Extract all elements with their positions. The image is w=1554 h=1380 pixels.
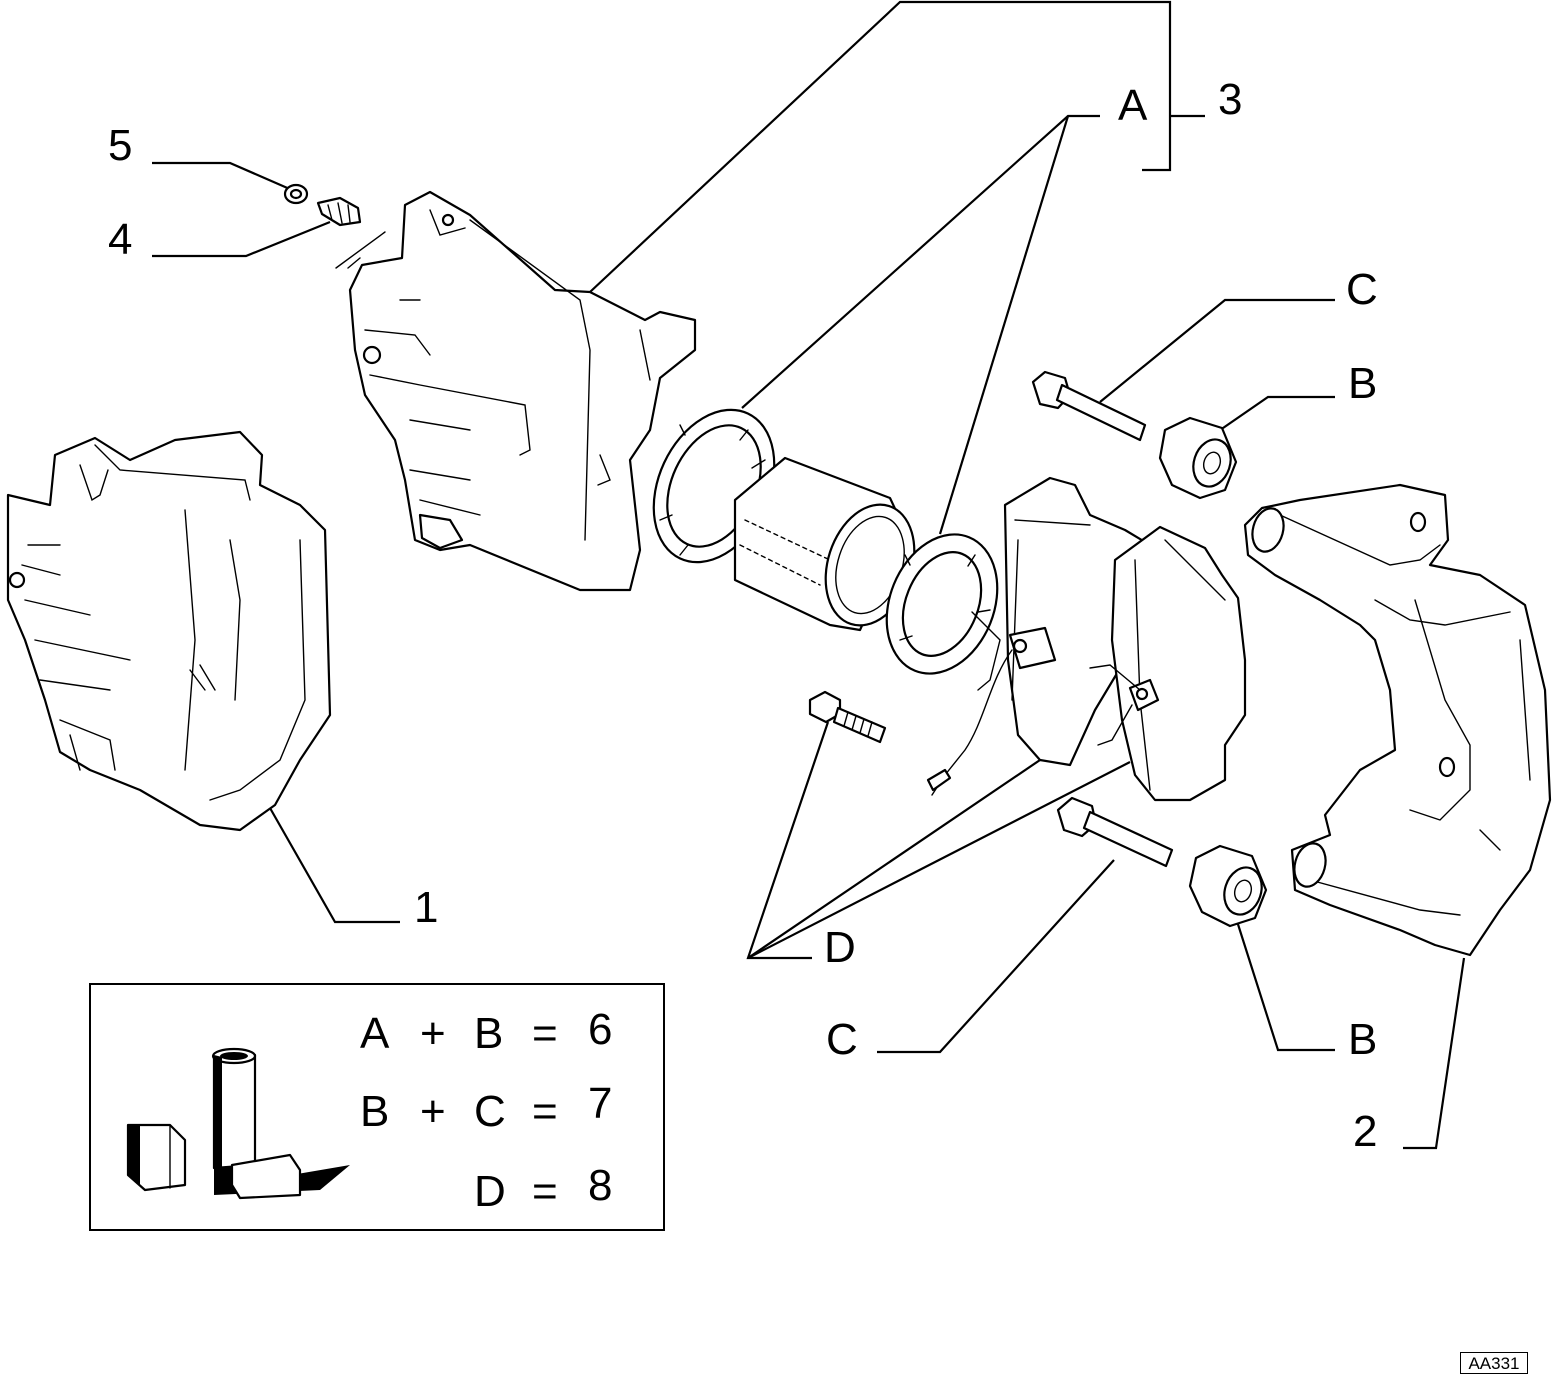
legend-row-2-plus: +	[420, 1087, 446, 1136]
legend-row-2-equals: =	[532, 1087, 558, 1136]
legend-row-2-result: 7	[588, 1079, 613, 1128]
callout-c-upper: C	[1346, 265, 1378, 314]
legend-row-1-equals: =	[532, 1009, 558, 1058]
callout-b-upper: B	[1348, 359, 1378, 408]
caliper-bracket-part-2	[1243, 483, 1552, 957]
callout-3: 3	[1218, 75, 1243, 124]
callout-b-lower: B	[1348, 1015, 1378, 1064]
legend-row-1-result: 6	[588, 1005, 613, 1054]
guide-pin-lower-part-c	[1056, 796, 1174, 868]
leader-lines	[152, 0, 1466, 1150]
guide-bushing-lower-part-b	[1188, 844, 1268, 928]
kit-legend	[89, 983, 665, 1231]
legend-row-1-plus: +	[420, 1009, 446, 1058]
guide-pin-upper-part-c	[1031, 370, 1147, 442]
callout-2: 2	[1353, 1107, 1378, 1156]
kit-logo-icon	[126, 1047, 350, 1200]
legend-row-3-equals: =	[532, 1167, 558, 1216]
callout-1: 1	[414, 883, 439, 932]
legend-row-2-b: B	[360, 1087, 390, 1136]
caliper-body-part-3	[348, 190, 697, 592]
guide-bushing-upper-part-b	[1158, 416, 1238, 500]
caliper-assembly-part-1	[6, 430, 332, 832]
legend-row-3-result: 8	[588, 1161, 613, 1210]
legend-row-2-c: C	[474, 1087, 506, 1136]
legend-row-3-d: D	[474, 1167, 506, 1216]
callout-5: 5	[108, 121, 133, 170]
mounting-bolt-part-d	[808, 690, 887, 744]
callout-c-lower: C	[826, 1015, 858, 1064]
callout-a: A	[1118, 81, 1148, 130]
reference-code: AA331	[1460, 1352, 1528, 1374]
bleed-screw-part-4-and-cap-part-5	[283, 183, 386, 269]
brake-pad-outer	[1089, 525, 1247, 802]
callout-d: D	[824, 923, 856, 972]
callout-4: 4	[108, 215, 133, 264]
piston-seal-part-a	[885, 533, 999, 675]
legend-row-1-a: A	[360, 1009, 390, 1058]
legend-row-1-b: B	[474, 1009, 504, 1058]
